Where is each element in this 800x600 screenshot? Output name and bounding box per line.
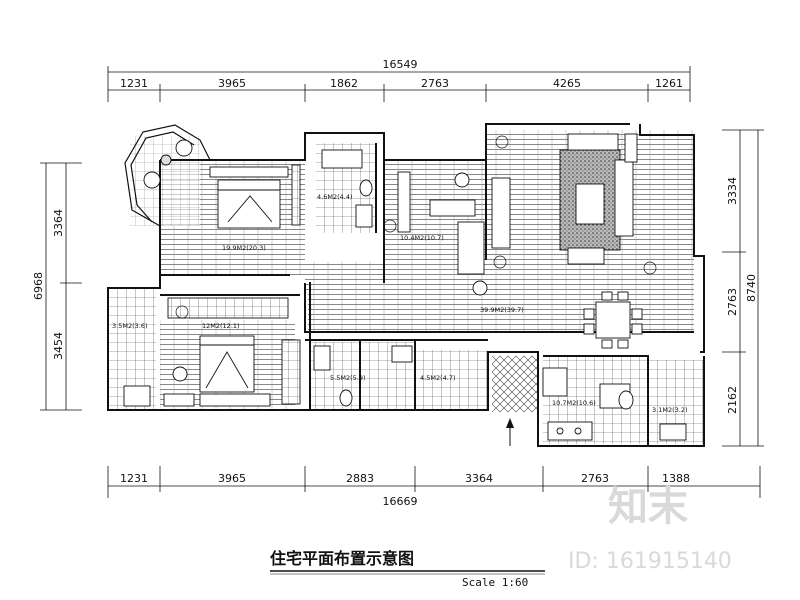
room-label-bath2: 5.5M2(5.9) [330,374,366,382]
top-dim-1: 1231 [120,77,148,90]
toilet-icon [359,179,373,197]
room-labels: 19.9M2(20.3) 4.6M2(4.4) 10.4M2(10.7) 3.5… [112,193,688,414]
bottom-dim-1: 1231 [120,472,148,485]
toilet-icon [339,389,353,407]
entry-arrow-icon [506,418,514,446]
top-total-dim: 16549 [383,58,418,71]
left-dimension-chain: 6968 3364 3454 [32,162,82,411]
bottom-dim-2: 3965 [218,472,246,485]
watermark: 知末 ID: 161915140 [568,484,732,574]
room-label-utility: 3.1M2(3.2) [652,406,688,414]
top-dim-6: 1261 [655,77,683,90]
top-dim-2: 3965 [218,77,246,90]
furniture [123,133,687,441]
drawing-title: 住宅平面布置示意图 [270,549,414,568]
left-dim-1: 3364 [52,209,65,237]
watermark-id: ID: 161915140 [568,549,732,574]
chair-icon [143,171,161,189]
left-total-dim: 6968 [32,272,45,300]
right-dimension-chain: 3334 2763 2162 8740 [722,129,764,447]
room-label-kitchen: 10.7M2(10.6) [552,399,596,407]
right-dim-3: 2162 [726,386,739,414]
chair-icon [175,139,193,157]
dining-table [595,301,631,339]
top-dim-5: 4265 [553,77,581,90]
bottom-dim-6: 1388 [662,472,690,485]
bottom-dim-4: 3364 [465,472,493,485]
bottom-total-dim: 16669 [383,495,418,508]
walls [107,123,705,447]
drawing-scale: Scale 1:60 [462,576,528,589]
chair-icon [172,366,188,382]
bay-window [124,124,211,227]
watermark-logo: 知末 [608,484,688,530]
top-dimension-chain: 16549 1231 3965 1862 2763 4265 1261 [107,58,691,102]
chair-icon [454,172,470,188]
right-total-dim: 8740 [745,274,758,302]
plant-icon [175,135,657,319]
bottom-dim-5: 2763 [581,472,609,485]
top-dim-3: 1862 [330,77,358,90]
bottom-dimension-chain: 1231 3965 2883 3364 2763 1388 16669 [107,466,761,508]
room-label-master-bed: 19.9M2(20.3) [222,244,266,252]
left-dim-2: 3454 [52,332,65,360]
room-label-balcony: 3.5M2(3.6) [112,322,148,330]
room-label-living: 39.9M2(39.7) [480,306,524,314]
master-bed [217,179,281,229]
room-label-bed2: 12M2(12.1) [202,322,240,330]
top-dim-4: 2763 [421,77,449,90]
room-label-bath1: 4.6M2(4.4) [317,193,353,201]
right-dim-1: 3334 [726,177,739,205]
right-dim-2: 2763 [726,288,739,316]
bottom-dim-3: 2883 [346,472,374,485]
room-label-closet: 4.5M2(4.7) [420,374,456,382]
room-label-study: 10.4M2(10.7) [400,234,444,242]
sofa [614,159,634,237]
drawing-title-block: 住宅平面布置示意图 Scale 1:60 [270,549,545,589]
study-desk [429,199,476,217]
